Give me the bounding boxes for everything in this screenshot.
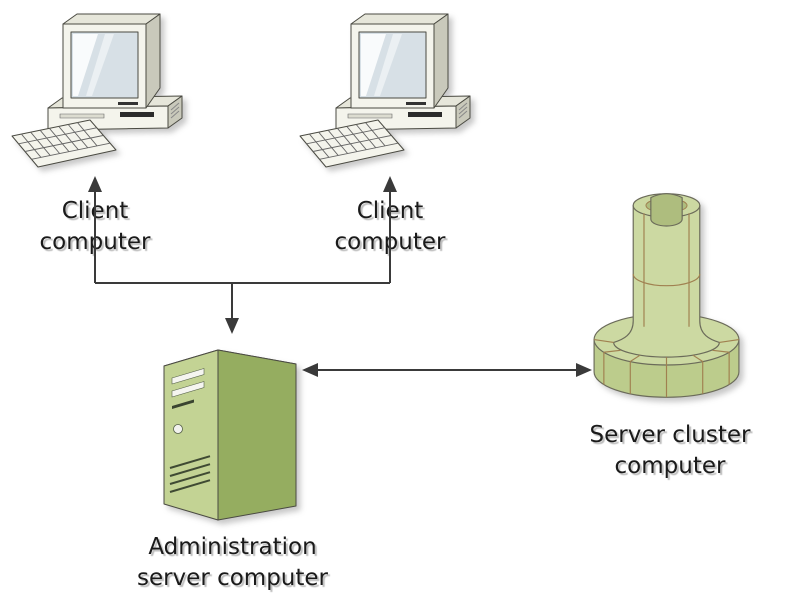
arrowhead-up-client2 bbox=[383, 176, 397, 192]
arrowhead-down-admin-server bbox=[225, 318, 239, 334]
client-computer-1-icon bbox=[8, 4, 198, 176]
client-computer-2-icon bbox=[296, 4, 486, 176]
label-administration-server: Administration server computer bbox=[136, 534, 329, 592]
node-server-cluster bbox=[588, 180, 745, 410]
arrowhead-left-admin-server bbox=[302, 363, 318, 377]
edge-junction-to-admin-server bbox=[225, 283, 239, 334]
arrowhead-up-client1 bbox=[88, 176, 102, 192]
server-cluster-icon-instance bbox=[588, 180, 745, 410]
node-client-computer-1 bbox=[8, 4, 198, 176]
node-administration-server bbox=[158, 334, 303, 529]
administration-server-icon bbox=[158, 334, 303, 529]
label-server-cluster: Server cluster computer bbox=[589, 422, 751, 480]
node-client-computer-2 bbox=[296, 4, 486, 176]
label-client-computer-2: Client computer bbox=[334, 198, 446, 256]
edge-admin-server-to-cluster bbox=[302, 363, 592, 377]
label-client-computer-1: Client computer bbox=[39, 198, 151, 256]
